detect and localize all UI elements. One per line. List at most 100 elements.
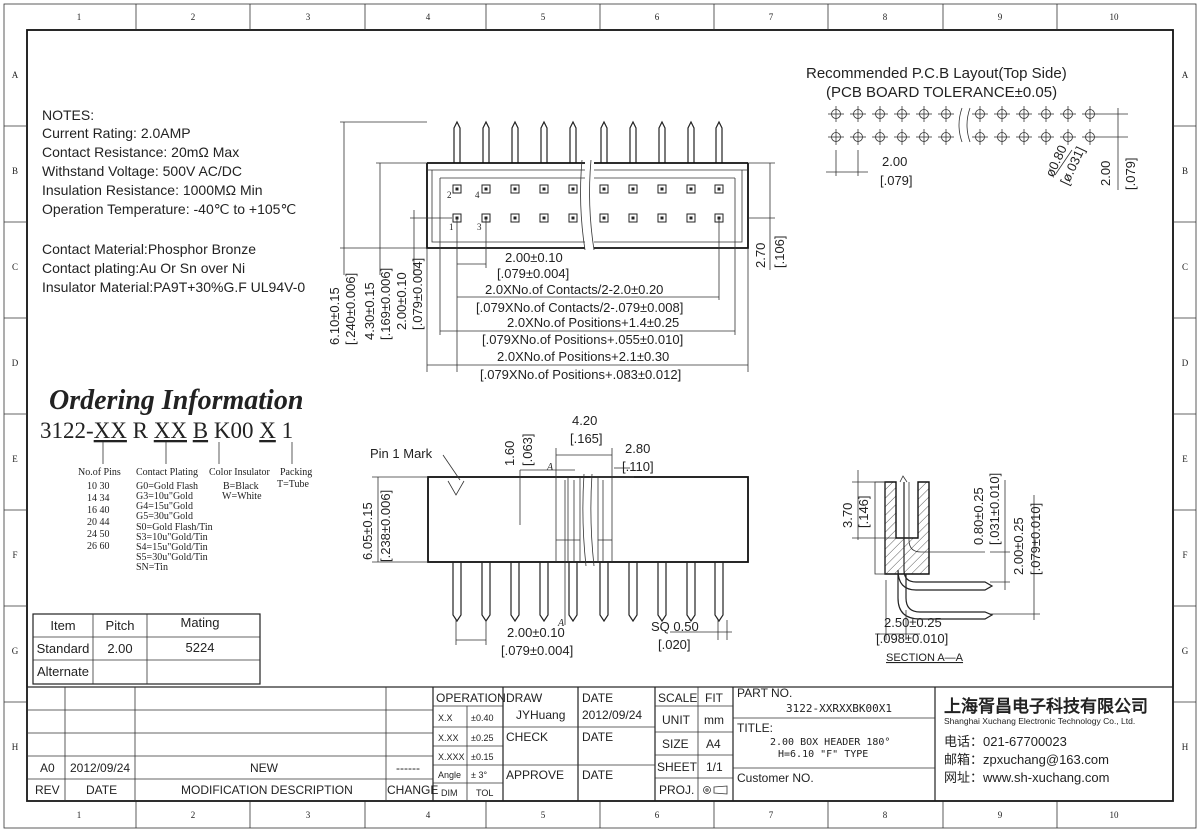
dim-contacts-in: [.079XNo.of Contacts/2-.079±0.008] bbox=[476, 300, 683, 315]
contact-dot bbox=[513, 187, 517, 191]
mating-header: Pitch bbox=[106, 618, 135, 633]
front-pin bbox=[539, 562, 549, 623]
top-pin bbox=[687, 120, 695, 163]
section-d2-in: [.031±0.010] bbox=[987, 473, 1002, 545]
proj-label: PROJ. bbox=[659, 783, 694, 797]
row-label: E bbox=[12, 454, 18, 464]
material-line: Contact plating:Au Or Sn over Ni bbox=[42, 260, 245, 276]
tol-key: DIM bbox=[441, 788, 458, 798]
pins-option: 10 30 bbox=[87, 481, 110, 492]
section-mark: A bbox=[546, 462, 554, 473]
contact-dot bbox=[602, 216, 606, 220]
section-d1: 3.70 bbox=[840, 503, 855, 528]
contact-dot bbox=[571, 216, 575, 220]
front-d2-in: [.063] bbox=[520, 433, 535, 466]
row-label: B bbox=[1182, 166, 1188, 176]
dim-positions-2: 2.0XNo.of Positions+2.1±0.30 bbox=[497, 349, 669, 364]
front-pin bbox=[628, 562, 638, 623]
col-label: 2 bbox=[191, 12, 196, 22]
section-label: SECTION A—A bbox=[886, 652, 964, 664]
pins-option: 20 44 bbox=[87, 517, 110, 528]
company-name-cn: 上海胥昌电子科技有限公司 bbox=[944, 696, 1148, 716]
dim-positions-1-in: [.079XNo.of Positions+.055±0.010] bbox=[482, 332, 683, 347]
row-label: C bbox=[12, 262, 18, 272]
size-label: SIZE bbox=[662, 737, 689, 751]
dim-h1: 6.10±0.15 bbox=[327, 287, 342, 345]
col-label: 7 bbox=[769, 12, 774, 22]
front-pitch: 2.00±0.10 bbox=[507, 625, 565, 640]
contact-dot bbox=[455, 187, 459, 191]
front-d2: 1.60 bbox=[502, 441, 517, 466]
contact-square bbox=[657, 213, 667, 223]
row-label: H bbox=[12, 742, 19, 752]
plating-option: S3=10u"Gold/Tin bbox=[136, 532, 208, 543]
front-pitch-in: [.079±0.004] bbox=[501, 643, 573, 658]
row-label: F bbox=[12, 550, 17, 560]
color-label: Color Insulator bbox=[209, 467, 270, 478]
row-label: D bbox=[1182, 358, 1189, 368]
top-pin bbox=[600, 120, 608, 163]
customer-label: Customer NO. bbox=[737, 771, 814, 785]
date-label: DATE bbox=[582, 730, 613, 744]
dim-pitch-in: [.079±0.004] bbox=[497, 266, 569, 281]
pins-option: 24 50 bbox=[87, 529, 110, 540]
section-d3-in: [.079±0.010] bbox=[1028, 503, 1043, 575]
top-view: 2 4 1 3 2.00±0.10 [.079±0.004] 2.0XNo.of… bbox=[327, 120, 787, 382]
note-line: Current Rating: 2.0AMP bbox=[42, 125, 191, 141]
dim-h1-in: [.240±0.006] bbox=[343, 273, 358, 345]
front-pin bbox=[714, 562, 724, 623]
tol-val: TOL bbox=[476, 788, 493, 798]
rev-header: MODIFICATION DESCRIPTION bbox=[181, 783, 353, 797]
part-no: 3122-XXRXXBK00X1 bbox=[786, 702, 892, 715]
ordering-title: Ordering Information bbox=[49, 385, 303, 416]
contact-dot bbox=[484, 187, 488, 191]
row-label: A bbox=[12, 70, 19, 80]
col-label: 5 bbox=[541, 810, 546, 820]
contact-square bbox=[686, 184, 696, 194]
col-label: 6 bbox=[655, 12, 660, 22]
contact-square bbox=[599, 184, 609, 194]
pcb-layout: Recommended P.C.B Layout(Top Side) (PCB … bbox=[806, 65, 1138, 190]
pcb-tolerance: (PCB BOARD TOLERANCE±0.05) bbox=[826, 84, 1057, 101]
note-line: Contact Resistance: 20mΩ Max bbox=[42, 144, 239, 160]
drawer-name: JYHuang bbox=[516, 708, 565, 722]
dim-h3-in: [.079±0.004] bbox=[410, 258, 425, 330]
plating-option: G3=10u"Gold bbox=[136, 491, 193, 502]
section-d4: 2.50±0.25 bbox=[884, 615, 942, 630]
dim-h4-in: [.106] bbox=[772, 235, 787, 268]
row-label: B bbox=[12, 166, 18, 176]
color-option: W=White bbox=[222, 491, 262, 502]
dim-positions-1: 2.0XNo.of Positions+1.4±0.25 bbox=[507, 315, 679, 330]
unit-label: UNIT bbox=[662, 713, 691, 727]
section-d2: 0.80±0.25 bbox=[971, 487, 986, 545]
note-line: Insulation Resistance: 1000MΩ Min bbox=[42, 182, 263, 198]
rev-cell: NEW bbox=[250, 761, 279, 775]
pin-label: 2 bbox=[447, 190, 452, 200]
col-label: 10 bbox=[1110, 810, 1120, 820]
front-pin bbox=[657, 562, 667, 623]
company-web: 网址：www.sh-xuchang.com bbox=[944, 770, 1109, 785]
tol-val: ±0.40 bbox=[471, 713, 493, 723]
row-label: A bbox=[1182, 70, 1189, 80]
sheet-value: 1/1 bbox=[706, 760, 723, 774]
plating-option: S4=15u"Gold/Tin bbox=[136, 542, 208, 553]
front-view: Pin 1 Mark 4.20 [.165] 1.60 [.063] 2.80 … bbox=[360, 413, 749, 658]
plating-option: S0=Gold Flash/Tin bbox=[136, 522, 213, 533]
dim-contacts: 2.0XNo.of Contacts/2-2.0±0.20 bbox=[485, 282, 663, 297]
ordering-code: 3122-XX R XX B K00 X 1 bbox=[40, 418, 293, 443]
col-label: 8 bbox=[883, 810, 888, 820]
date-label: DATE bbox=[582, 768, 613, 782]
col-label: 7 bbox=[769, 810, 774, 820]
front-sq: SQ 0.50 bbox=[651, 619, 699, 634]
rev-cell: ------ bbox=[396, 761, 420, 775]
front-height-in: [.238±0.006] bbox=[378, 490, 393, 562]
dim-h2-in: [.169±0.006] bbox=[378, 268, 393, 340]
top-pin bbox=[658, 120, 666, 163]
contact-square bbox=[628, 184, 638, 194]
dim-h2: 4.30±0.15 bbox=[362, 282, 377, 340]
mating-cell: Standard bbox=[37, 641, 90, 656]
contact-square bbox=[510, 184, 520, 194]
scale-label: SCALE bbox=[658, 691, 697, 705]
plating-option: G0=Gold Flash bbox=[136, 481, 198, 492]
dim-h3: 2.00±0.10 bbox=[394, 272, 409, 330]
